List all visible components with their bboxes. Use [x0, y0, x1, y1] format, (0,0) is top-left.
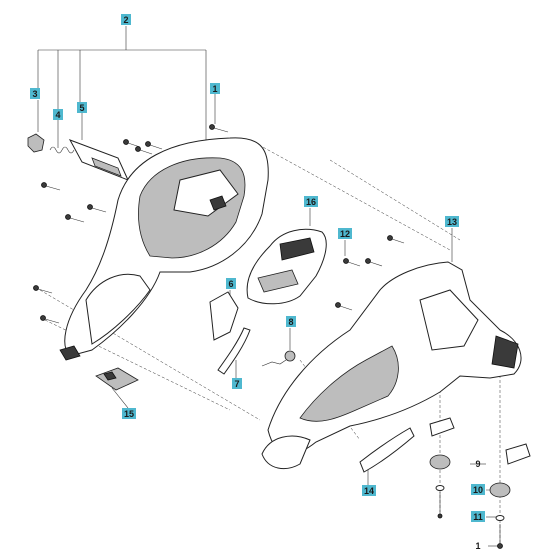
part-10-rubber-mounts: [429, 454, 511, 498]
part-5-sleeve: [68, 139, 129, 181]
callout-tag-bg: [286, 316, 296, 327]
callout-label: 16: [306, 197, 316, 207]
screws: [33, 124, 405, 324]
callout-tag-bg: [338, 228, 352, 239]
callout-tag-bg: [210, 83, 220, 94]
part-9-dampers: [429, 417, 531, 465]
callout-label: 10: [473, 485, 483, 495]
callout-12: 12: [338, 228, 352, 239]
callout-label: 13: [447, 217, 457, 227]
callout-10: 10: [471, 484, 485, 495]
callout-label: 1: [475, 541, 480, 551]
callout-label: 4: [55, 110, 60, 120]
callout-3: 3: [30, 88, 40, 99]
callout-label: 1: [212, 84, 217, 94]
callout-13: 13: [445, 216, 459, 227]
callout-14: 14: [362, 485, 376, 496]
callout-2-bracket: [37, 26, 207, 150]
part-7-bar: [217, 327, 251, 375]
callout-tag-bg: [53, 109, 63, 120]
callout-label: 11: [473, 512, 483, 522]
callout-5: 5: [77, 102, 87, 113]
callout-tag-bg: [471, 511, 485, 522]
callout-tag-bg: [121, 14, 131, 25]
callout-label: 9: [475, 459, 480, 469]
callout-11: 11: [471, 511, 485, 522]
part-16-grip-cover: [246, 228, 327, 305]
callout-tag-bg: [471, 484, 485, 495]
callout-label: 8: [288, 317, 293, 327]
callout-tag-bg: [122, 408, 136, 419]
part-4-spring: [49, 146, 75, 154]
callout-1: 1: [475, 541, 480, 551]
callout-4: 4: [53, 109, 63, 120]
callout-tag-bg: [445, 216, 459, 227]
callout-7: 7: [232, 378, 242, 389]
callout-label: 2: [123, 15, 128, 25]
part-2-housing-left: [59, 137, 269, 361]
callout-9: 9: [475, 459, 480, 469]
part-11-washers: [435, 485, 505, 521]
callout-2: 2: [121, 14, 131, 25]
callout-tag-bg: [232, 378, 242, 389]
callout-6: 6: [226, 278, 236, 289]
callout-15: 15: [122, 408, 136, 419]
callout-label: 12: [340, 229, 350, 239]
callout-label: 3: [32, 89, 37, 99]
callout-label: 7: [234, 379, 239, 389]
callout-tag-bg: [77, 102, 87, 113]
callout-tag-bg: [226, 278, 236, 289]
part-1-bolts: [437, 492, 503, 549]
callout-tag-bg: [304, 196, 318, 207]
part-13-housing-right: [261, 261, 522, 470]
part-14-trim-strip: [359, 427, 415, 473]
callout-16: 16: [304, 196, 318, 207]
callout-tag-bg: [30, 88, 40, 99]
callout-label: 15: [124, 409, 134, 419]
callout-label: 14: [364, 486, 374, 496]
part-15-block: [95, 367, 139, 391]
part-3-plug: [27, 133, 45, 153]
callout-tag-bg: [362, 485, 376, 496]
callout-label: 6: [228, 279, 233, 289]
callout-label: 5: [79, 103, 84, 113]
part-8-spring: [261, 350, 296, 367]
part-6-clip: [209, 291, 239, 341]
callout-8: 8: [286, 316, 296, 327]
callout-1: 1: [210, 83, 220, 94]
